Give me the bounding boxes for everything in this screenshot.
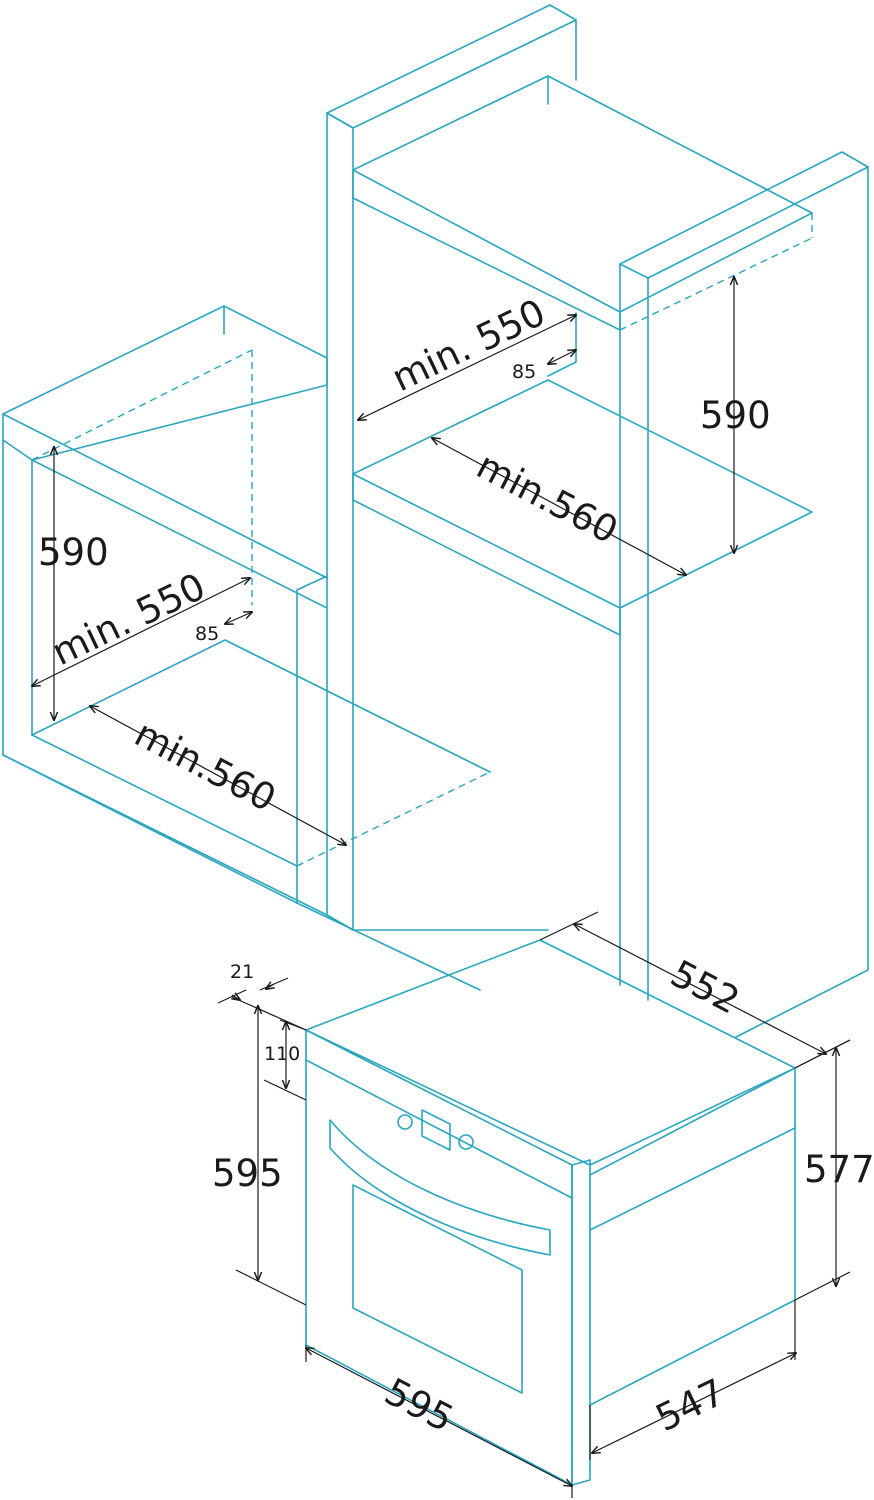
oven-body-height-label: 577 bbox=[804, 1148, 874, 1191]
knob-right-icon bbox=[458, 1134, 474, 1150]
oven-depth-label: 552 bbox=[664, 952, 747, 1023]
column-gap-label: 85 bbox=[512, 361, 536, 383]
column-width-label: min.560 bbox=[470, 444, 625, 552]
column-height-label: 590 bbox=[700, 394, 771, 437]
column-depth-label: min. 550 bbox=[385, 291, 551, 400]
oven-front-height-label: 595 bbox=[212, 1152, 283, 1195]
dimension-lines bbox=[32, 277, 851, 1498]
oven-front-width-label: 595 bbox=[378, 1370, 461, 1441]
knob-left-icon bbox=[397, 1114, 413, 1130]
dimension-labels: min. 550 85 590 min.560 590 min. 550 85 … bbox=[38, 291, 874, 1441]
oven-frame-depth-label: 21 bbox=[230, 961, 254, 983]
display-icon bbox=[421, 1109, 451, 1151]
undercounter-height-label: 590 bbox=[38, 531, 109, 574]
undercounter-gap-label: 85 bbox=[195, 623, 219, 645]
undercounter-width-label: min.560 bbox=[128, 712, 283, 820]
oven-panel-height-label: 110 bbox=[264, 1043, 300, 1065]
oven-body-width-label: 547 bbox=[649, 1370, 731, 1440]
undercounter-depth-label: min. 550 bbox=[45, 565, 211, 674]
